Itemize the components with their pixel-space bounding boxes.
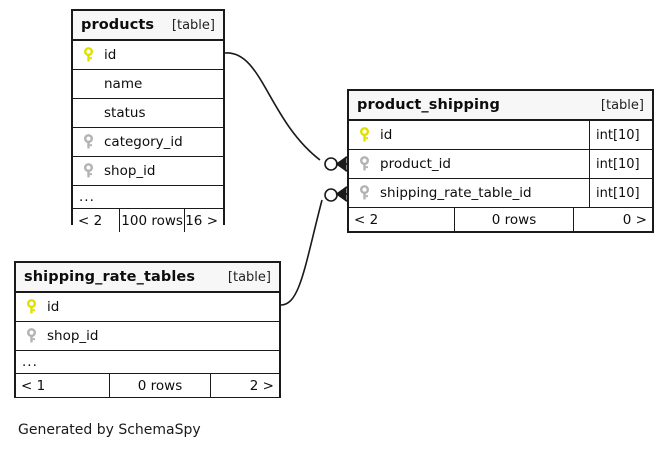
table-product-shipping-footer: < 2 0 rows 0 > bbox=[349, 208, 652, 231]
more-columns-indicator: ... bbox=[16, 351, 279, 374]
table-shipping-rate-tables-header[interactable]: shipping_rate_tables [table] bbox=[16, 263, 279, 293]
column-name: shop_id bbox=[104, 163, 156, 179]
column-type: int[10] bbox=[589, 179, 652, 207]
foreign-key-icon bbox=[356, 155, 373, 173]
column-name: id bbox=[380, 127, 393, 143]
table-row[interactable]: id int[10] bbox=[349, 121, 652, 150]
column-name: id bbox=[104, 47, 117, 63]
column-name: shop_id bbox=[47, 328, 99, 344]
table-shipping-rate-tables-kind: [table] bbox=[227, 269, 271, 285]
column-name: shipping_rate_table_id bbox=[380, 185, 532, 201]
column-name: name bbox=[104, 76, 143, 92]
table-product-shipping-header[interactable]: product_shipping [table] bbox=[349, 91, 652, 121]
foreign-key-icon bbox=[80, 162, 97, 180]
column-name: id bbox=[47, 299, 60, 315]
column-name: status bbox=[104, 105, 146, 121]
generated-by-caption: Generated by SchemaSpy bbox=[18, 422, 201, 438]
parents-count[interactable]: < 1 bbox=[21, 377, 46, 394]
table-row[interactable]: shop_id bbox=[73, 157, 223, 186]
table-shipping-rate-tables-title: shipping_rate_tables bbox=[24, 269, 196, 285]
relationship-products-to-product-shipping bbox=[224, 52, 348, 172]
table-row[interactable]: shipping_rate_table_id int[10] bbox=[349, 179, 652, 208]
row-count: 0 rows bbox=[454, 208, 574, 231]
column-type: int[10] bbox=[589, 121, 652, 149]
column-name: category_id bbox=[104, 134, 183, 150]
relationship-shipping-rate-tables-to-product-shipping bbox=[280, 186, 348, 306]
parents-count[interactable]: < 2 bbox=[354, 211, 379, 228]
table-row[interactable]: category_id bbox=[73, 128, 223, 157]
foreign-key-icon bbox=[80, 133, 97, 151]
foreign-key-icon bbox=[23, 327, 40, 345]
table-products-title: products bbox=[81, 17, 155, 33]
primary-key-icon bbox=[80, 46, 97, 64]
table-products[interactable]: products [table] id name bbox=[71, 9, 225, 232]
more-columns-indicator: ... bbox=[73, 186, 223, 209]
column-type: int[10] bbox=[589, 150, 652, 178]
table-product-shipping[interactable]: product_shipping [table] id int[10] bbox=[347, 89, 654, 233]
children-count[interactable]: 16 > bbox=[185, 212, 218, 229]
table-shipping-rate-tables[interactable]: shipping_rate_tables [table] id bbox=[14, 261, 281, 398]
table-row[interactable]: shop_id bbox=[16, 322, 279, 351]
table-row[interactable]: id bbox=[73, 41, 223, 70]
crowsfoot-many-marker bbox=[335, 186, 348, 202]
table-product-shipping-kind: [table] bbox=[600, 97, 644, 113]
children-count[interactable]: 2 > bbox=[249, 377, 274, 394]
table-row[interactable]: product_id int[10] bbox=[349, 150, 652, 179]
table-shipping-rate-tables-footer: < 1 0 rows 2 > bbox=[16, 374, 279, 397]
crowsfoot-many-marker bbox=[335, 156, 348, 172]
primary-key-icon bbox=[356, 126, 373, 144]
table-product-shipping-title: product_shipping bbox=[357, 97, 500, 113]
table-products-header[interactable]: products [table] bbox=[73, 11, 223, 41]
foreign-key-icon bbox=[356, 184, 373, 202]
parents-count[interactable]: < 2 bbox=[78, 212, 103, 229]
cardinality-zero-marker bbox=[324, 157, 338, 171]
table-products-footer: < 2 100 rows 16 > bbox=[73, 209, 223, 232]
table-products-kind: [table] bbox=[171, 17, 215, 33]
cardinality-zero-marker bbox=[324, 188, 338, 202]
children-count[interactable]: 0 > bbox=[622, 211, 647, 228]
row-count: 100 rows bbox=[118, 209, 186, 232]
column-name: product_id bbox=[380, 156, 451, 172]
primary-key-icon bbox=[23, 298, 40, 316]
row-count: 0 rows bbox=[109, 374, 211, 397]
table-row[interactable]: status bbox=[73, 99, 223, 128]
table-row[interactable]: name bbox=[73, 70, 223, 99]
table-row[interactable]: id bbox=[16, 293, 279, 322]
